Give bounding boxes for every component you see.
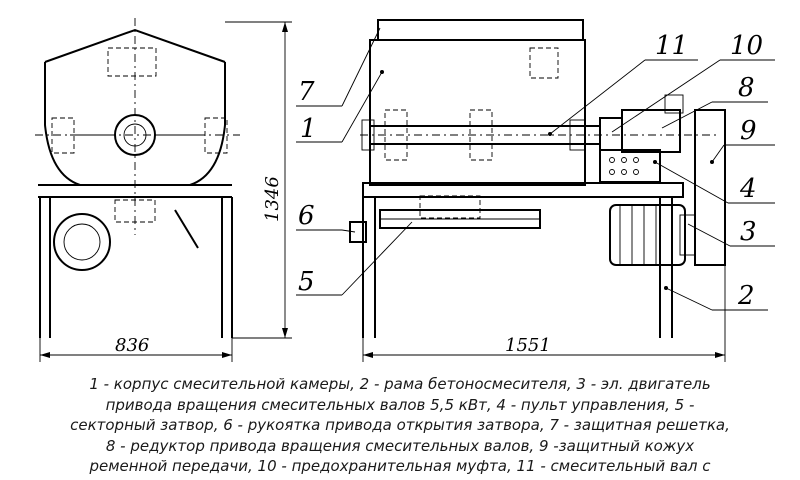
mixer-technical-drawing: 836 1346 xyxy=(35,18,775,362)
dimension-length-1551: 1551 xyxy=(505,335,551,356)
callout-leaders xyxy=(296,27,775,311)
callout-2: 2 xyxy=(737,281,755,311)
callout-11: 11 xyxy=(655,31,688,61)
dimension-height-1346: 1346 xyxy=(262,176,283,222)
callout-5: 5 xyxy=(298,267,315,297)
callout-8: 8 xyxy=(738,73,755,103)
caption-line: 1 - корпус смесительной камеры, 2 - рама… xyxy=(89,375,711,393)
caption-line: 8 - редуктор привода вращения смесительн… xyxy=(105,436,695,455)
side-view xyxy=(349,19,726,362)
end-view xyxy=(35,18,292,362)
caption-line: секторный затвор, 6 - рукоятка привода о… xyxy=(70,416,730,434)
callout-10: 10 xyxy=(730,31,763,61)
caption-line: привода вращения смесительных валов 5,5 … xyxy=(105,395,695,414)
callout-4: 4 xyxy=(739,174,757,204)
legend-caption: 1 - корпус смесительной камеры, 2 - рама… xyxy=(20,374,780,477)
callout-7: 7 xyxy=(298,77,315,107)
dimension-width-836: 836 xyxy=(115,335,149,356)
caption-line: ременной передачи, 10 - предохранительна… xyxy=(89,457,711,475)
callout-6: 6 xyxy=(298,201,315,231)
callout-9: 9 xyxy=(740,116,757,146)
callout-3: 3 xyxy=(740,217,757,247)
callout-1: 1 xyxy=(300,114,317,144)
